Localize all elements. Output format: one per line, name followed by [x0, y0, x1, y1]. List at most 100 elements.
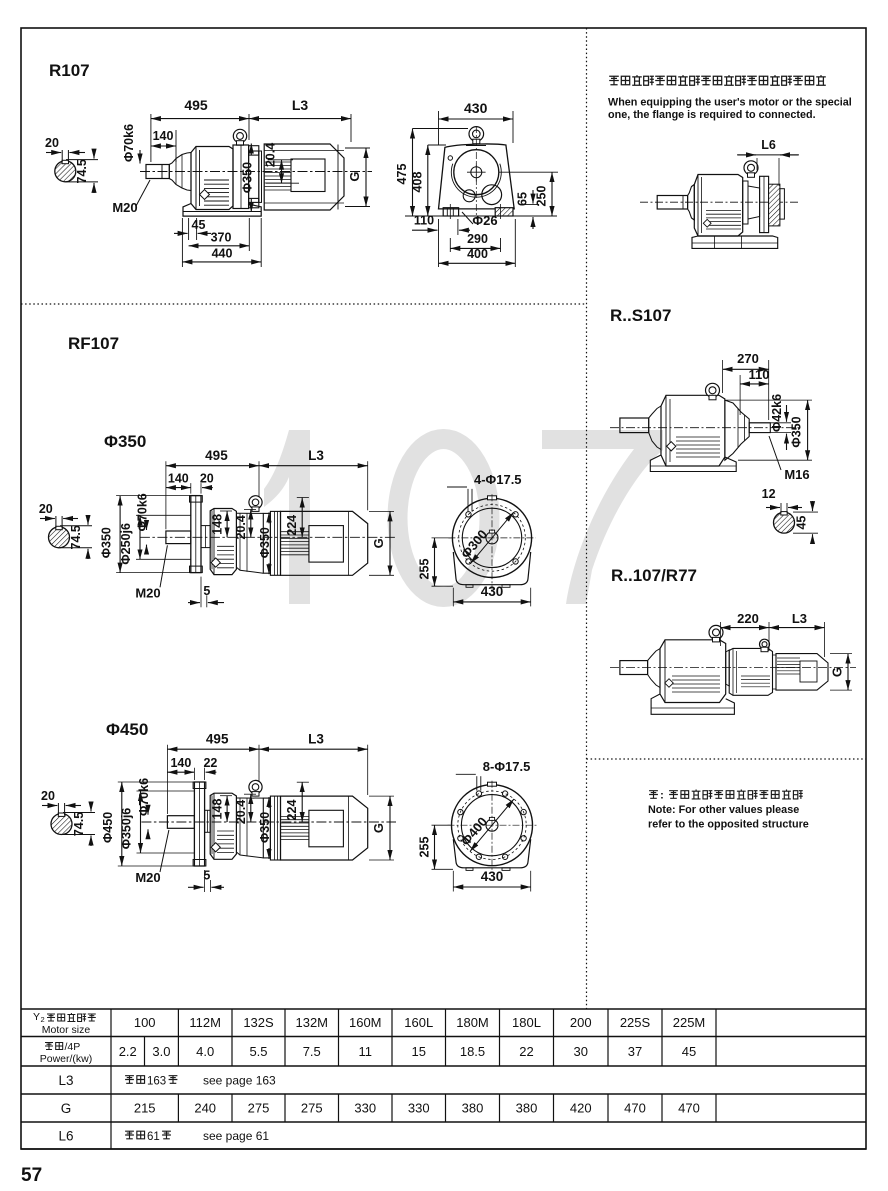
svg-text:5.5: 5.5: [249, 1044, 267, 1059]
svg-text:400: 400: [467, 247, 488, 261]
svg-text:Φ250j6: Φ250j6: [119, 523, 133, 565]
svg-text:275: 275: [248, 1101, 270, 1116]
svg-text:275: 275: [301, 1101, 323, 1116]
svg-text:Φ350: Φ350: [104, 432, 146, 451]
svg-text:140: 140: [170, 756, 191, 770]
svg-text:G: G: [371, 538, 386, 548]
svg-text:R..107/R77: R..107/R77: [611, 566, 697, 585]
svg-text:Φ42k6: Φ42k6: [770, 394, 784, 432]
svg-text:R107: R107: [49, 61, 90, 80]
svg-text:G: G: [61, 1101, 72, 1116]
svg-text:408: 408: [411, 172, 425, 193]
svg-text:20: 20: [45, 136, 59, 150]
svg-text:22: 22: [519, 1044, 533, 1059]
svg-text:140: 140: [168, 472, 189, 486]
svg-text:Φ450: Φ450: [106, 720, 148, 739]
svg-text:8-Φ17.5: 8-Φ17.5: [483, 759, 531, 774]
svg-text:225M: 225M: [673, 1015, 706, 1030]
svg-text:270: 270: [737, 351, 759, 366]
svg-text:Φ450: Φ450: [101, 812, 115, 843]
svg-text:15: 15: [412, 1044, 426, 1059]
svg-text:160M: 160M: [349, 1015, 382, 1030]
svg-text:Power/(kw): Power/(kw): [40, 1053, 93, 1065]
svg-text:290: 290: [467, 232, 488, 246]
svg-text:M16: M16: [784, 467, 809, 482]
svg-text:Note: For other values please: Note: For other values please: [648, 804, 799, 816]
svg-text:45: 45: [795, 516, 809, 530]
svg-text:132S: 132S: [243, 1015, 274, 1030]
svg-text:see page 61: see page 61: [203, 1129, 269, 1143]
svg-text:37: 37: [628, 1044, 642, 1059]
svg-text:330: 330: [354, 1101, 376, 1116]
svg-text:L3: L3: [292, 97, 309, 113]
svg-text:Φ70k6: Φ70k6: [137, 778, 151, 816]
svg-text:Φ350: Φ350: [240, 162, 254, 193]
svg-text:220: 220: [737, 611, 759, 626]
svg-text:61: 61: [147, 1131, 160, 1143]
svg-text:370: 370: [211, 231, 232, 245]
svg-text:3.0: 3.0: [152, 1044, 170, 1059]
svg-text:140: 140: [153, 129, 174, 143]
svg-text:20: 20: [200, 472, 214, 486]
svg-text:L6: L6: [58, 1129, 73, 1144]
svg-text:74.5: 74.5: [75, 159, 89, 183]
svg-text:475: 475: [395, 164, 409, 185]
svg-text:Φ70k6: Φ70k6: [136, 493, 150, 531]
svg-text:20.4: 20.4: [264, 143, 278, 167]
svg-text:495: 495: [184, 97, 208, 113]
svg-text:Φ350: Φ350: [258, 527, 272, 558]
svg-text:2: 2: [41, 1015, 45, 1024]
svg-text:7.5: 7.5: [303, 1044, 321, 1059]
svg-text:refer to the opposited structu: refer to the opposited structure: [648, 819, 809, 831]
svg-text:420: 420: [570, 1101, 592, 1116]
svg-text:430: 430: [481, 869, 504, 884]
svg-text:20: 20: [41, 789, 55, 803]
svg-text:L3: L3: [308, 448, 324, 463]
svg-text:G: G: [830, 667, 845, 677]
svg-text:Φ350: Φ350: [99, 527, 113, 558]
svg-text:224: 224: [285, 515, 299, 536]
svg-text:4.0: 4.0: [196, 1044, 214, 1059]
svg-text:L3: L3: [792, 611, 807, 626]
svg-text:380: 380: [462, 1101, 484, 1116]
svg-text:470: 470: [624, 1101, 646, 1116]
svg-text:Φ350: Φ350: [258, 812, 272, 843]
svg-text::: :: [660, 790, 664, 802]
svg-text:20: 20: [39, 502, 53, 516]
svg-text:110: 110: [749, 367, 770, 382]
svg-text:see page 163: see page 163: [203, 1074, 276, 1088]
svg-text:22: 22: [203, 756, 217, 770]
svg-text:30: 30: [574, 1044, 588, 1059]
svg-text:57: 57: [21, 1165, 42, 1186]
svg-text:/4P: /4P: [65, 1041, 81, 1053]
svg-text:255: 255: [418, 837, 432, 858]
svg-text:L3: L3: [308, 732, 324, 747]
svg-text:one, the flange is required to: one, the flange is required to connected…: [608, 109, 816, 121]
svg-text:18.5: 18.5: [460, 1044, 485, 1059]
svg-text:45: 45: [192, 218, 206, 232]
svg-text:112M: 112M: [189, 1015, 221, 1030]
svg-text:180M: 180M: [456, 1015, 489, 1030]
svg-text:Y: Y: [33, 1011, 40, 1023]
svg-text:When equipping the user's moto: When equipping the user's motor or the s…: [608, 97, 852, 109]
svg-text:RF107: RF107: [68, 334, 119, 353]
svg-text:430: 430: [481, 584, 504, 599]
svg-text:5: 5: [203, 869, 210, 883]
svg-text:M20: M20: [135, 585, 160, 600]
svg-text:224: 224: [285, 800, 299, 821]
svg-text:74.5: 74.5: [72, 812, 86, 836]
svg-text:330: 330: [408, 1101, 430, 1116]
svg-text:180L: 180L: [512, 1015, 541, 1030]
svg-text:Φ70k6: Φ70k6: [122, 124, 136, 162]
svg-text:65: 65: [516, 192, 530, 206]
svg-text:250: 250: [535, 186, 549, 207]
svg-text:20.4: 20.4: [234, 515, 248, 539]
svg-text:11: 11: [359, 1044, 373, 1059]
svg-text:495: 495: [205, 448, 228, 463]
svg-text:100: 100: [134, 1015, 156, 1030]
svg-text:M20: M20: [112, 200, 137, 215]
svg-text:148: 148: [211, 514, 225, 535]
svg-text:45: 45: [682, 1044, 696, 1059]
svg-text:G: G: [371, 823, 386, 833]
svg-text:G: G: [347, 171, 362, 181]
